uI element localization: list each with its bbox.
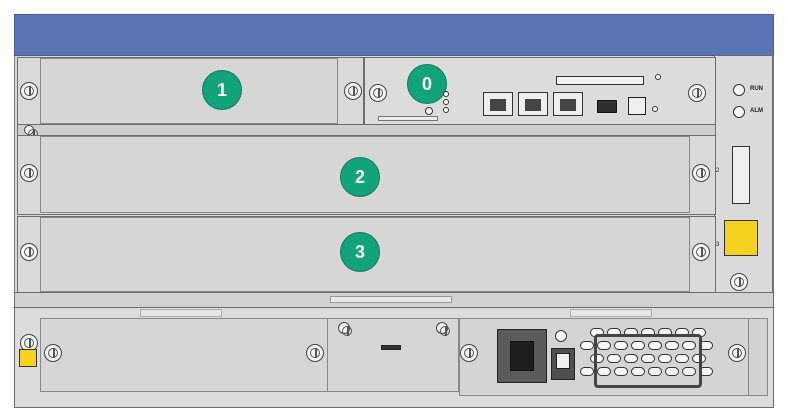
vent (648, 341, 662, 350)
vent (631, 341, 645, 350)
vent (665, 341, 679, 350)
middle-cover-slot (381, 345, 401, 350)
vent (614, 341, 628, 350)
esd-warning-label (19, 349, 37, 367)
vent (580, 341, 594, 350)
psu-1-led (555, 330, 567, 342)
psu-2-left-screw (44, 344, 62, 362)
vent (675, 354, 689, 363)
console-port[interactable] (518, 92, 548, 116)
status-led-act (443, 99, 449, 105)
psu-1-handle[interactable] (594, 334, 702, 388)
usb-a-port[interactable] (597, 100, 617, 113)
usb-led (652, 106, 658, 112)
caution-strip (330, 296, 452, 303)
alm-led (733, 106, 745, 118)
slot-0-right-screw (688, 84, 706, 102)
warning-label (724, 220, 758, 256)
slot-0-left-screw (369, 84, 387, 102)
vent (580, 367, 594, 376)
chassis-top-cover (14, 14, 774, 56)
vent (658, 354, 672, 363)
vent (624, 354, 638, 363)
slot-1-blank-plate (40, 58, 338, 124)
cf-led (655, 74, 661, 80)
vent (597, 341, 611, 350)
reset-button[interactable] (425, 107, 433, 115)
psu-1-left-screw (460, 344, 478, 362)
vent (641, 354, 655, 363)
vent (682, 367, 696, 376)
vent (682, 341, 696, 350)
ethernet-port[interactable] (483, 92, 513, 116)
slot-0-bottom-latch (378, 116, 438, 121)
vent (631, 367, 645, 376)
module-ejector-handle[interactable] (732, 146, 750, 204)
slot-3-badge: 3 (340, 232, 380, 272)
rail-screw (24, 125, 38, 139)
slot-2-left-screw (20, 164, 38, 182)
run-led (733, 84, 745, 96)
vent (648, 367, 662, 376)
run-label: RUN (750, 86, 763, 92)
right-column-screw (730, 273, 748, 291)
power-switch-rocker[interactable] (556, 353, 570, 369)
vent (665, 367, 679, 376)
slot-2-side-number: 2 (716, 168, 720, 174)
slot-2-badge: 2 (340, 157, 380, 197)
vent (597, 367, 611, 376)
alm-label: ALM (750, 108, 763, 114)
usb-b-port[interactable] (628, 97, 646, 115)
slot-3-left-screw (20, 243, 38, 261)
psu-1-right-screw (728, 344, 746, 362)
psu-2-label-strip (140, 309, 222, 317)
middle-cover-left-screw (338, 322, 352, 336)
slot-0-badge: 0 (407, 64, 447, 104)
vent (590, 354, 604, 363)
status-led-run (443, 91, 449, 97)
slot-3-side-number: 3 (716, 242, 720, 248)
cf-card-slot[interactable] (556, 76, 644, 85)
slot-3-right-screw (692, 243, 710, 261)
slot-1-left-screw (20, 82, 38, 100)
power-section-end-cap (748, 318, 768, 396)
vent (607, 354, 621, 363)
psu-2-blank-cover (40, 318, 328, 392)
status-led-link (443, 107, 449, 113)
aux-port[interactable] (553, 92, 583, 116)
ac-socket-core[interactable] (510, 341, 534, 371)
middle-cover-right-screw (436, 322, 450, 336)
slot-1-right-screw (344, 82, 362, 100)
psu-1-label-strip (570, 309, 652, 317)
psu-2-right-screw (306, 344, 324, 362)
vent (614, 367, 628, 376)
slot-2-right-screw (692, 164, 710, 182)
slot-1-badge: 1 (202, 70, 242, 110)
